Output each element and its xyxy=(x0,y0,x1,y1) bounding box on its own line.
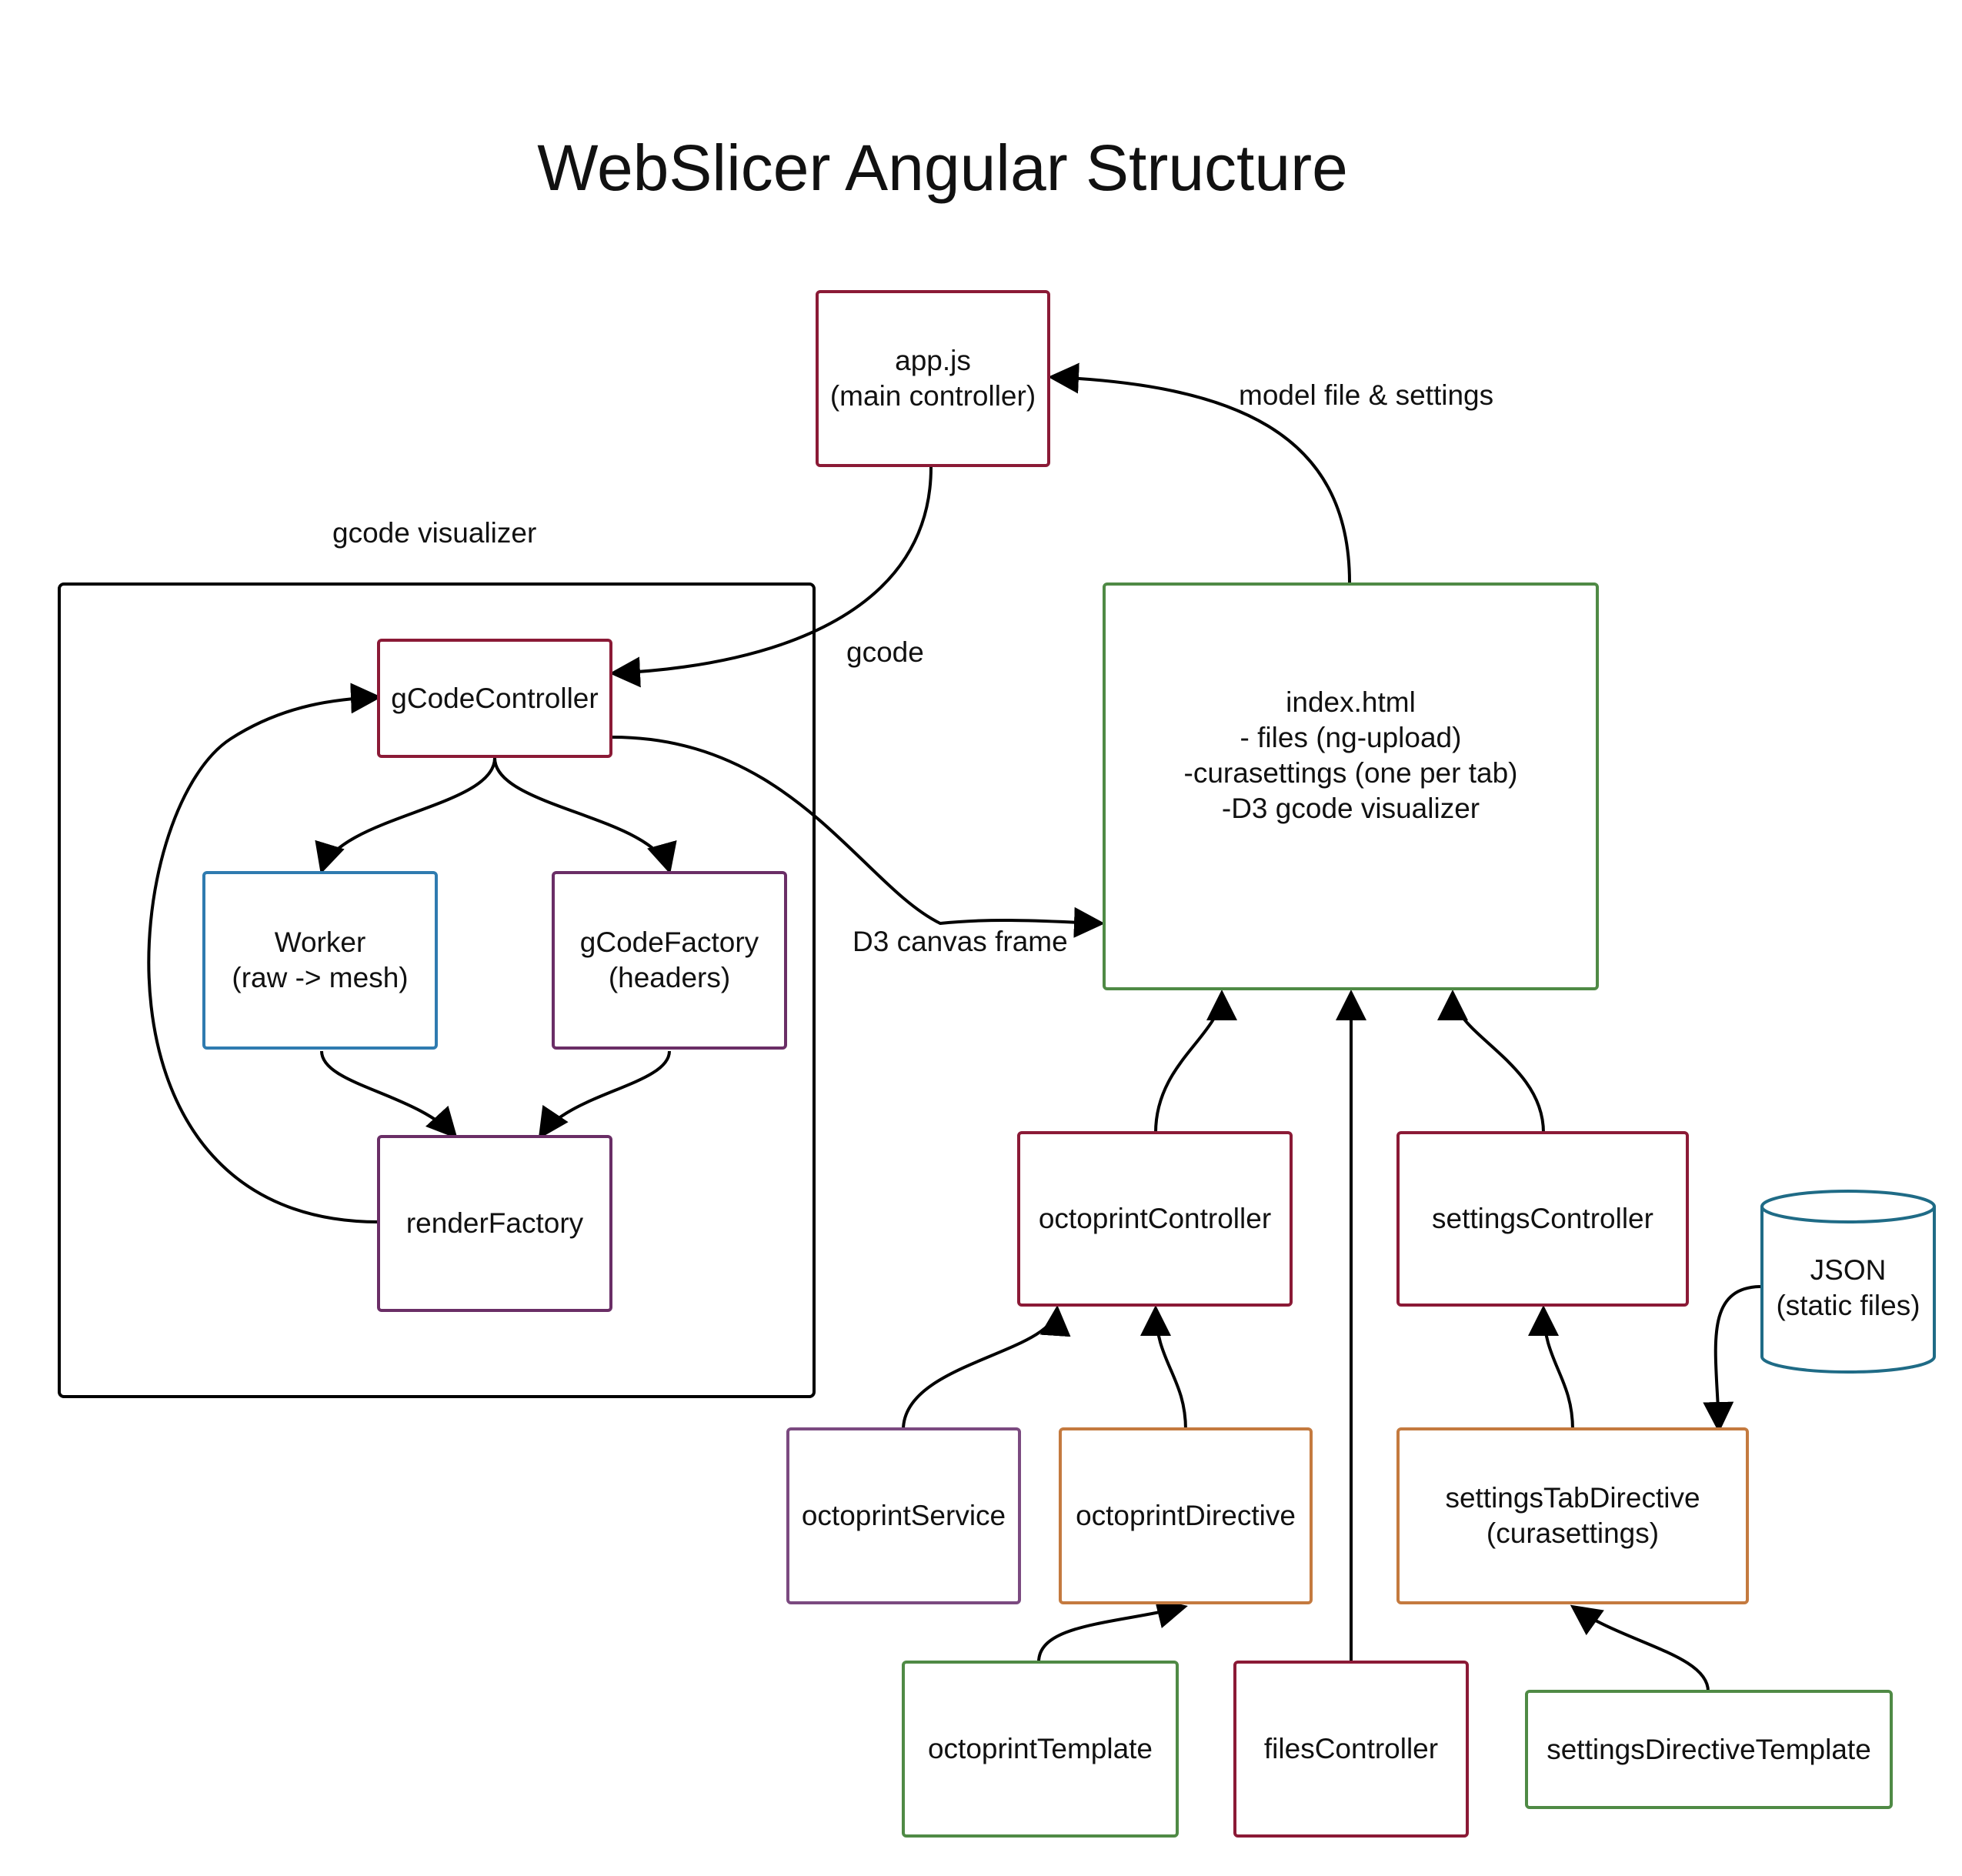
edge-octoprintcontroller-to-index xyxy=(1154,990,1237,1133)
node-json-line1: JSON xyxy=(1810,1254,1887,1286)
node-octoprint-directive: octoprintDirective xyxy=(1059,1427,1313,1604)
node-render-factory: renderFactory xyxy=(377,1135,612,1312)
node-octoprint-controller-line1: octoprintController xyxy=(1038,1203,1272,1234)
edge-label-d3-canvas-frame: D3 canvas frame xyxy=(853,926,1068,957)
node-gcode-controller-line1: gCodeController xyxy=(391,682,599,714)
node-gcode-controller: gCodeController xyxy=(377,639,612,758)
node-json: JSON (static files) xyxy=(1762,1253,1934,1324)
edge-gcodecontroller-to-gcodefactory xyxy=(493,757,677,874)
edge-label-model-file-settings: model file & settings xyxy=(1239,379,1494,411)
node-settings-directive-template: settingsDirectiveTemplate xyxy=(1525,1690,1893,1809)
edge-settingsdirectivetemplate-to-settingstab xyxy=(1570,1604,1710,1692)
node-index-html-line2: - files (ng-upload) xyxy=(1240,722,1462,753)
node-octoprint-service: octoprintService xyxy=(786,1427,1021,1604)
node-render-factory-line1: renderFactory xyxy=(405,1207,584,1239)
node-index-html-line1: index.html xyxy=(1286,686,1416,718)
gcode-visualizer-group xyxy=(58,582,816,1398)
node-files-controller: filesController xyxy=(1233,1661,1469,1838)
edge-octoprintservice-to-octoprintcontroller xyxy=(902,1305,1071,1430)
node-octoprint-service-line1: octoprintService xyxy=(801,1500,1006,1531)
edge-renderfactory-to-gcodecontroller xyxy=(147,683,382,1223)
node-app-js-line1: app.js xyxy=(895,345,971,376)
json-datastore-cylinder xyxy=(1760,1190,1936,1374)
node-gcode-factory-line2: (headers) xyxy=(608,962,731,993)
node-octoprint-controller: octoprintController xyxy=(1017,1131,1293,1307)
node-index-html-line4: -D3 gcode visualizer xyxy=(1221,793,1480,824)
node-settings-directive-template-line1: settingsDirectiveTemplate xyxy=(1547,1733,1871,1765)
node-settings-tab-directive-line2: (curasettings) xyxy=(1486,1517,1660,1549)
edge-gcodecontroller-to-index xyxy=(612,736,1105,938)
edge-octoprintdirective-to-octoprintcontroller xyxy=(1140,1305,1187,1430)
node-app-js-line2: (main controller) xyxy=(829,380,1036,412)
node-octoprint-template: octoprintTemplate xyxy=(902,1661,1179,1838)
edge-settingstab-to-settingscontroller xyxy=(1528,1305,1574,1430)
edge-json-to-settingstab xyxy=(1703,1285,1763,1433)
node-worker-line2: (raw -> mesh) xyxy=(232,962,409,993)
node-octoprint-template-line1: octoprintTemplate xyxy=(927,1733,1153,1764)
node-settings-tab-directive-line1: settingsTabDirective xyxy=(1445,1482,1700,1514)
edge-gcodecontroller-to-worker xyxy=(315,757,496,874)
node-octoprint-directive-line1: octoprintDirective xyxy=(1076,1500,1296,1531)
node-settings-controller: settingsController xyxy=(1396,1131,1689,1307)
node-files-controller-line1: filesController xyxy=(1263,1733,1439,1764)
node-worker-line1: Worker xyxy=(274,926,366,958)
edge-octoprinttemplate-to-octoprintdirective xyxy=(1037,1598,1188,1663)
node-worker: Worker (raw -> mesh) xyxy=(202,871,438,1050)
node-index-html-line3: -curasettings (one per tab) xyxy=(1183,757,1518,789)
node-settings-controller-line1: settingsController xyxy=(1432,1203,1653,1234)
diagram-title: WebSlicer Angular Structure xyxy=(537,132,1348,204)
node-json-line2: (static files) xyxy=(1776,1290,1920,1321)
edge-gcodefactory-to-renderfactory xyxy=(538,1050,671,1140)
node-gcode-factory-line1: gCodeFactory xyxy=(579,926,759,958)
node-settings-tab-directive: settingsTabDirective (curasettings) xyxy=(1396,1427,1749,1604)
node-gcode-factory: gCodeFactory (headers) xyxy=(552,871,787,1050)
edge-worker-to-renderfactory xyxy=(320,1050,458,1139)
node-app-js: app.js (main controller) xyxy=(816,290,1050,467)
edge-index-to-app xyxy=(1048,362,1351,583)
edge-app-to-gcodecontroller xyxy=(609,466,933,688)
node-index-html: index.html - files (ng-upload) -curasett… xyxy=(1103,582,1599,990)
edge-label-gcode: gcode xyxy=(846,636,924,668)
gcode-visualizer-label: gcode visualizer xyxy=(332,517,537,549)
edge-settingscontroller-to-index xyxy=(1437,990,1545,1133)
